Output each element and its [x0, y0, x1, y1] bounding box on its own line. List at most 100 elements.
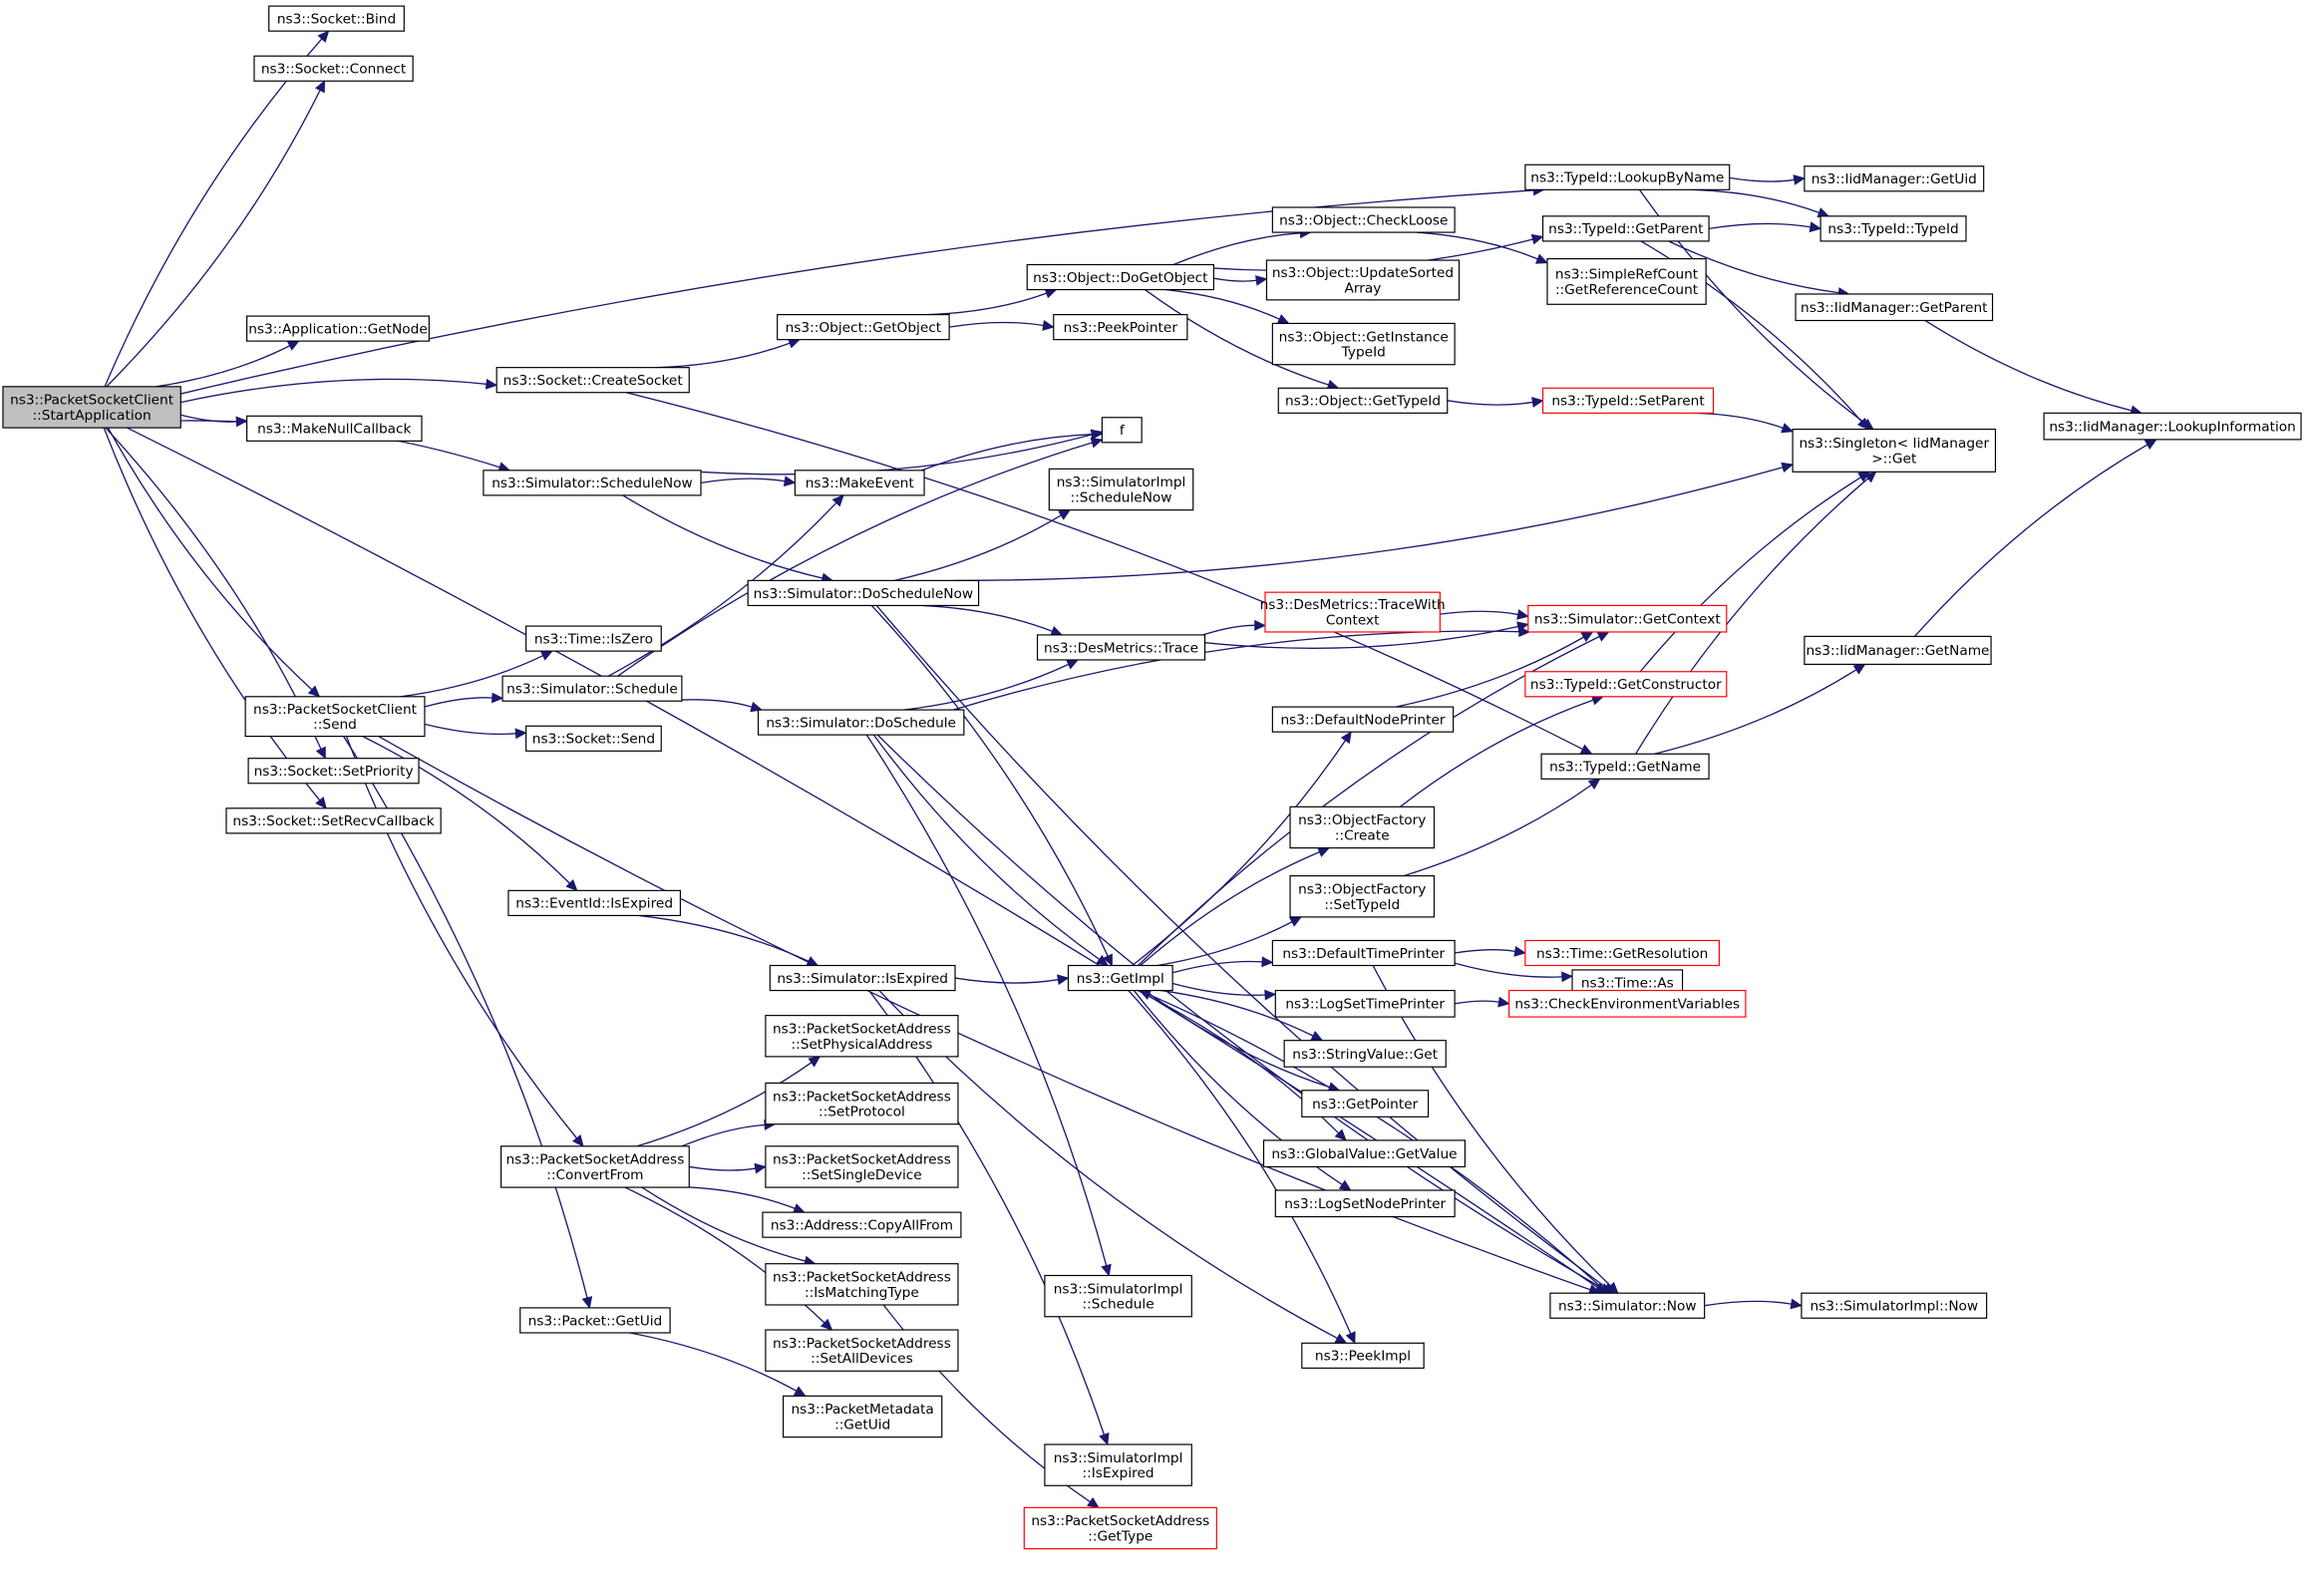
node-eventexpired[interactable]: ns3::EventId::IsExpired [507, 889, 681, 916]
node-typeidctor[interactable]: ns3::TypeId::TypeId [1819, 215, 1967, 242]
node-box [519, 1307, 671, 1334]
node-stringget[interactable]: ns3::StringValue::Get [1283, 1040, 1447, 1068]
node-label: ns3::Address::CopyAllFrom [771, 1218, 953, 1234]
node-getpointer[interactable]: ns3::GetPointer [1301, 1090, 1430, 1117]
node-logsetnode[interactable]: ns3::LogSetNodePrinter [1274, 1189, 1456, 1218]
node-getres[interactable]: ns3::Time::GetResolution [1524, 939, 1720, 967]
node-logsettime[interactable]: ns3::LogSetTimePrinter [1274, 989, 1456, 1018]
node-doschednow[interactable]: ns3::Simulator::DoScheduleNow [747, 579, 980, 607]
node-ismatching[interactable]: ns3::PacketSocketAddress::IsMatchingType [765, 1263, 959, 1306]
node-globalget[interactable]: ns3::GlobalValue::GetValue [1262, 1139, 1467, 1168]
node-label: ns3::StringValue::Get [1292, 1047, 1438, 1063]
node-tgetname[interactable]: ns3::TypeId::GetName [1540, 753, 1710, 780]
node-iidgetname[interactable]: ns3::IidManager::GetName [1804, 635, 1992, 665]
node-lookupinfo[interactable]: ns3::IidManager::LookupInformation [2043, 412, 2302, 441]
node-setrecv[interactable]: ns3::Socket::SetRecvCallback [225, 807, 442, 834]
node-lookupbyname[interactable]: ns3::TypeId::LookupByName [1524, 163, 1731, 190]
node-box [762, 1211, 962, 1238]
node-checkloose[interactable]: ns3::Object::CheckLoose [1271, 206, 1456, 233]
arrowhead-icon [1050, 625, 1064, 637]
node-send[interactable]: ns3::PacketSocketClient::Send [244, 696, 426, 738]
node-box [1067, 964, 1173, 992]
node-getimpl[interactable]: ns3::GetImpl [1067, 964, 1173, 992]
edge-setparent-to-singleton [1694, 412, 1795, 434]
node-label: ::SetTypeId [1324, 897, 1400, 913]
node-gettype[interactable]: ns3::PacketSocketAddress::GetType [1023, 1506, 1217, 1550]
edge-line [1654, 669, 1857, 755]
node-convertfrom[interactable]: ns3::PacketSocketAddress::ConvertFrom [499, 1145, 690, 1188]
node-getobject[interactable]: ns3::Object::GetObject [777, 314, 950, 341]
node-label: ns3::IidManager::GetUid [1811, 171, 1977, 187]
node-createsocket[interactable]: ns3::Socket::CreateSocket [495, 367, 690, 394]
node-setproto[interactable]: ns3::PacketSocketAddress::SetProtocol [765, 1082, 959, 1125]
node-schedule[interactable]: ns3::Simulator::Schedule [501, 675, 683, 702]
node-makenull[interactable]: ns3::MakeNullCallback [246, 415, 423, 442]
node-label: ns3::LogSetNodePrinter [1284, 1196, 1446, 1212]
node-makeevent[interactable]: ns3::MakeEvent [794, 470, 925, 496]
node-box [268, 5, 405, 32]
arrowhead-icon [1090, 438, 1104, 449]
edge-convertfrom-to-setphys [636, 1056, 822, 1147]
node-socksend[interactable]: ns3::Socket::Send [525, 725, 662, 752]
node-f[interactable]: f [1101, 417, 1143, 444]
node-box [1026, 263, 1214, 291]
node-label: ns3::Object::UpdateSorted [1272, 265, 1454, 281]
node-setphys[interactable]: ns3::PacketSocketAddress::SetPhysicalAdd… [765, 1015, 959, 1058]
node-defnodeprinter[interactable]: ns3::DefaultNodePrinter [1271, 706, 1455, 733]
node-tgetparent[interactable]: ns3::TypeId::GetParent [1541, 215, 1710, 242]
edge-iidgetparent-to-lookupinfo [1924, 319, 2143, 416]
node-copyall[interactable]: ns3::Address::CopyAllFrom [762, 1211, 962, 1238]
node-connect[interactable]: ns3::Socket::Connect [253, 55, 414, 82]
node-iidgetuid[interactable]: ns3::IidManager::GetUid [1804, 165, 1985, 192]
edge-line [681, 699, 753, 708]
node-ofsettypeid[interactable]: ns3::ObjectFactory::SetTypeId [1289, 875, 1436, 918]
node-getcontext[interactable]: ns3::Simulator::GetContext [1527, 604, 1728, 633]
node-setpriority[interactable]: ns3::Socket::SetPriority [247, 758, 420, 785]
node-metagetuid[interactable]: ns3::PacketMetadata::GetUid [782, 1395, 943, 1438]
node-deftimeprinter[interactable]: ns3::DefaultTimePrinter [1271, 939, 1456, 967]
node-implexpired[interactable]: ns3::SimulatorImpl::IsExpired [1044, 1443, 1192, 1486]
node-setparent[interactable]: ns3::TypeId::SetParent [1541, 387, 1715, 414]
node-setalldev[interactable]: ns3::PacketSocketAddress::SetAllDevices [765, 1329, 959, 1372]
node-schednow[interactable]: ns3::Simulator::ScheduleNow [483, 470, 702, 496]
edge-send-to-socksend [424, 723, 527, 740]
node-peekpointer[interactable]: ns3::PeekPointer [1053, 314, 1188, 341]
node-refcount[interactable]: ns3::SimpleRefCount::GetReferenceCount [1546, 258, 1707, 305]
node-simexpired[interactable]: ns3::Simulator::IsExpired [769, 964, 956, 992]
node-root[interactable]: ns3::PacketSocketClient::StartApplicatio… [2, 386, 181, 429]
edge-line [927, 292, 1047, 316]
edge-line [1395, 636, 1584, 708]
node-label: ns3::PacketSocketAddress [1031, 1513, 1209, 1529]
node-setsingle[interactable]: ns3::PacketSocketAddress::SetSingleDevic… [765, 1145, 959, 1188]
node-checkenv[interactable]: ns3::CheckEnvironmentVariables [1508, 989, 1747, 1018]
node-implnow[interactable]: ns3::SimulatorImpl::Now [1801, 1292, 1988, 1319]
node-getnode[interactable]: ns3::Application::GetNode [246, 315, 430, 342]
node-simnow[interactable]: ns3::Simulator::Now [1549, 1292, 1706, 1319]
node-box [765, 1082, 959, 1125]
node-iszero[interactable]: ns3::Time::IsZero [525, 625, 662, 652]
node-box [1301, 1090, 1430, 1117]
node-trace[interactable]: ns3::DesMetrics::Trace [1036, 634, 1206, 661]
node-box [1271, 206, 1456, 233]
node-peekimpl[interactable]: ns3::PeekImpl [1301, 1342, 1425, 1369]
node-box [1527, 604, 1728, 633]
node-singleton[interactable]: ns3::Singleton< IidManager >::Get [1792, 428, 1997, 473]
edge-line [180, 378, 487, 404]
node-label: ns3::Simulator::GetContext [1534, 612, 1721, 628]
node-dogetobject[interactable]: ns3::Object::DoGetObject [1026, 263, 1214, 291]
node-getconstructor[interactable]: ns3::TypeId::GetConstructor [1524, 671, 1728, 698]
node-implschednow[interactable]: ns3::SimulatorImpl::ScheduleNow [1048, 468, 1194, 511]
node-implschedule[interactable]: ns3::SimulatorImpl::Schedule [1044, 1274, 1192, 1318]
node-pktgetuid[interactable]: ns3::Packet::GetUid [519, 1307, 671, 1334]
edge-line [1149, 994, 1609, 1294]
node-doschedule[interactable]: ns3::Simulator::DoSchedule [757, 709, 965, 736]
node-iidgetparent[interactable]: ns3::IidManager::GetParent [1795, 293, 1994, 322]
edge-line [1729, 176, 1795, 182]
node-ofcreate[interactable]: ns3::ObjectFactory::Create [1289, 805, 1436, 849]
node-objgettypeid[interactable]: ns3::Object::GetTypeId [1277, 387, 1449, 414]
node-bind[interactable]: ns3::Socket::Bind [268, 5, 405, 32]
